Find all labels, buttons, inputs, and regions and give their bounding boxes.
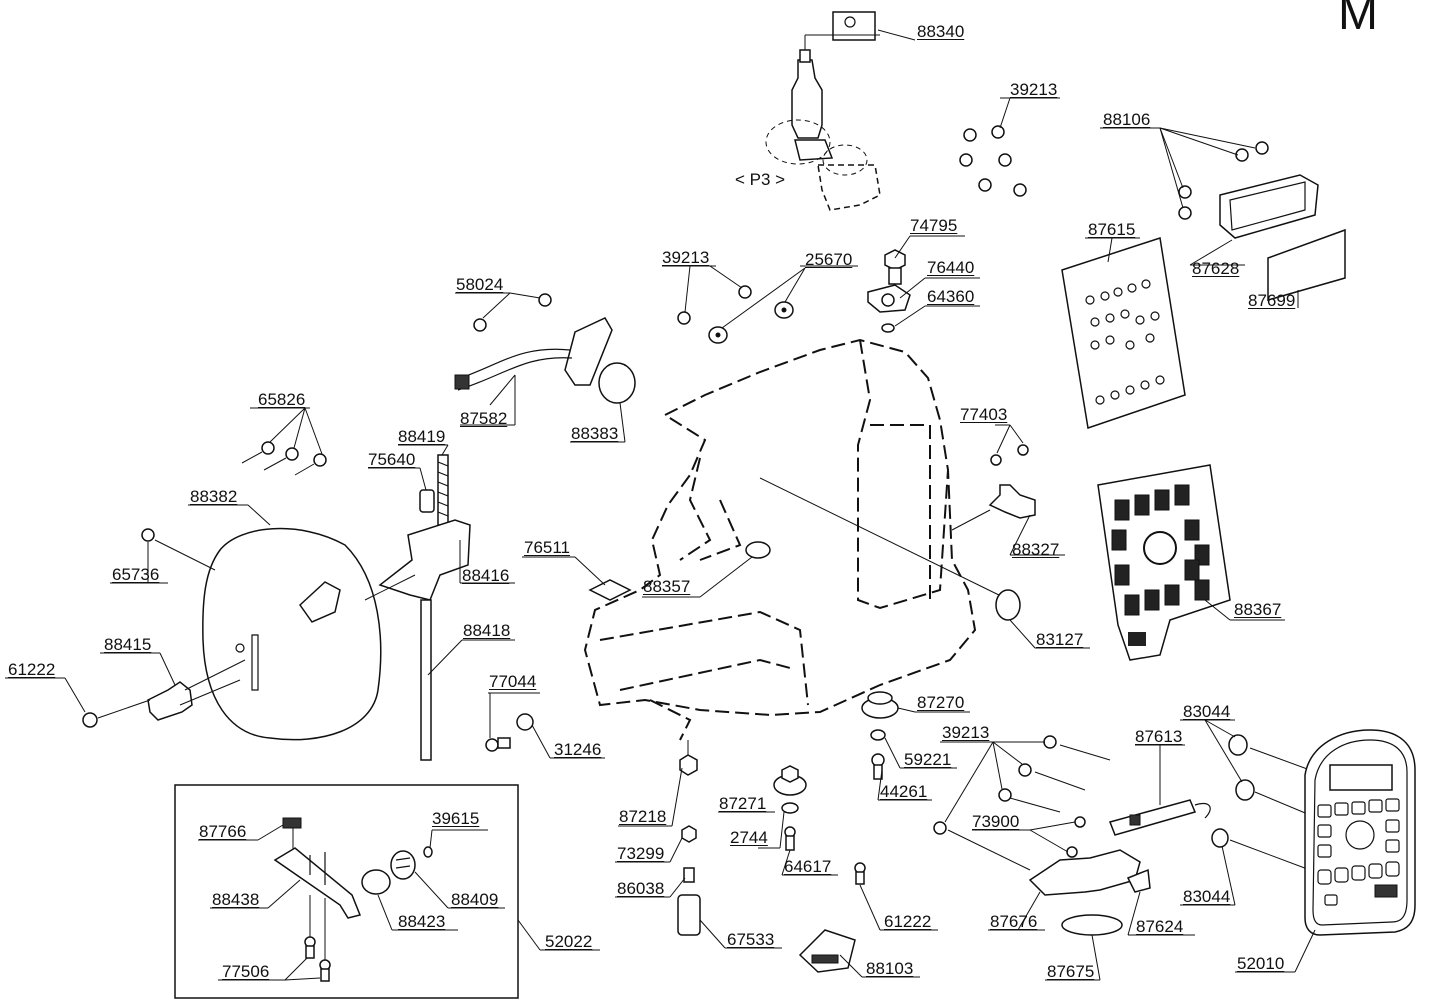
callout-77044: 77044: [489, 672, 537, 691]
callout-87218: 87218: [619, 807, 667, 826]
callout-88383: 88383: [571, 424, 619, 443]
callout-88416: 88416: [462, 566, 510, 585]
callout-88419: 88419: [398, 427, 446, 446]
top-screw-assembly: [867, 235, 980, 333]
callout-87615: 87615: [1088, 220, 1136, 239]
callout-52022: 52022: [545, 932, 593, 951]
callout-73900: 73900: [972, 812, 1020, 831]
pad-parts: [522, 541, 771, 601]
callout-83044-bottom: 83044: [1183, 887, 1231, 906]
inset-52022: [174, 784, 519, 999]
p3-subassembly: < P3 >: [735, 11, 916, 211]
callout-83127: 83127: [1036, 630, 1084, 649]
screw-group-39213-top: [959, 97, 1060, 197]
callout-39213-mid: 39213: [662, 248, 710, 267]
callout-39213-top: 39213: [1010, 80, 1058, 99]
callout-87675: 87675: [1047, 962, 1095, 981]
callout-87676: 87676: [990, 912, 1038, 931]
callout-77403: 77403: [960, 405, 1008, 424]
face-cover-88382: [188, 504, 416, 741]
key-assembly-88367: [1097, 464, 1285, 661]
callout-64617: 64617: [784, 857, 832, 876]
callout-88382: 88382: [190, 487, 238, 506]
callout-67533: 67533: [727, 930, 775, 949]
callout-87628: 87628: [1192, 259, 1240, 278]
screw-washer-group-mid: [662, 265, 858, 344]
presser-bracket-group: [368, 444, 515, 761]
callout-87766: 87766: [199, 822, 247, 841]
callout-44261: 44261: [880, 782, 928, 801]
callout-52010: 52010: [1237, 954, 1285, 973]
callout-2744: 2744: [730, 828, 768, 847]
lower-stack-mid: [718, 765, 838, 876]
callout-73299: 73299: [617, 844, 665, 863]
callout-58024: 58024: [456, 275, 504, 294]
callout-87699: 87699: [1248, 291, 1296, 310]
wire-harness-group: [454, 292, 636, 443]
callout-88103: 88103: [866, 959, 914, 978]
callout-76511: 76511: [524, 538, 571, 557]
lower-bracket-assembly: [933, 735, 1211, 981]
callout-87582: 87582: [460, 409, 508, 428]
callout-61222-left: 61222: [8, 660, 56, 679]
callout-61222-lower: 61222: [884, 912, 932, 931]
bracket-88327-group: [951, 424, 1065, 556]
pcb-87615: [1061, 237, 1186, 429]
callout-74795: 74795: [910, 216, 958, 235]
lower-stack-left: [615, 740, 782, 949]
subassembly-tag: < P3 >: [735, 170, 785, 189]
callout-25670: 25670: [805, 250, 853, 269]
callout-75640: 75640: [368, 450, 416, 469]
control-panel-group: [1180, 719, 1416, 973]
callout-87613: 87613: [1135, 727, 1183, 746]
display-bracket-group: [1100, 127, 1346, 308]
callout-39213-lower: 39213: [942, 723, 990, 742]
callout-83044-top: 83044: [1183, 702, 1231, 721]
callout-88415: 88415: [104, 635, 152, 654]
callout-87270: 87270: [917, 693, 965, 712]
page-letter: M: [1338, 0, 1378, 40]
callout-88418: 88418: [463, 621, 511, 640]
callout-88423: 88423: [398, 912, 446, 931]
callout-87624: 87624: [1136, 917, 1184, 936]
callout-31246: 31246: [554, 740, 602, 759]
lever-88415: [5, 652, 246, 728]
callout-65736: 65736: [112, 565, 160, 584]
callout-88367: 88367: [1234, 600, 1282, 619]
callout-76440: 76440: [927, 258, 975, 277]
callout-88327: 88327: [1012, 540, 1060, 559]
callout-59221: 59221: [904, 750, 952, 769]
callout-86038: 86038: [617, 879, 665, 898]
screw-group-65826: [241, 407, 327, 476]
callout-39615: 39615: [432, 809, 480, 828]
callout-88409: 88409: [451, 890, 499, 909]
callout-64360: 64360: [927, 287, 975, 306]
callout-77506: 77506: [222, 962, 270, 981]
callout-88357: 88357: [643, 577, 691, 596]
callout-88340: 88340: [917, 22, 965, 41]
machine-body-outline: [583, 338, 977, 741]
callout-87271: 87271: [719, 794, 767, 813]
callout-88438: 88438: [212, 890, 260, 909]
callout-88106: 88106: [1103, 110, 1151, 129]
callout-65826: 65826: [258, 390, 306, 409]
